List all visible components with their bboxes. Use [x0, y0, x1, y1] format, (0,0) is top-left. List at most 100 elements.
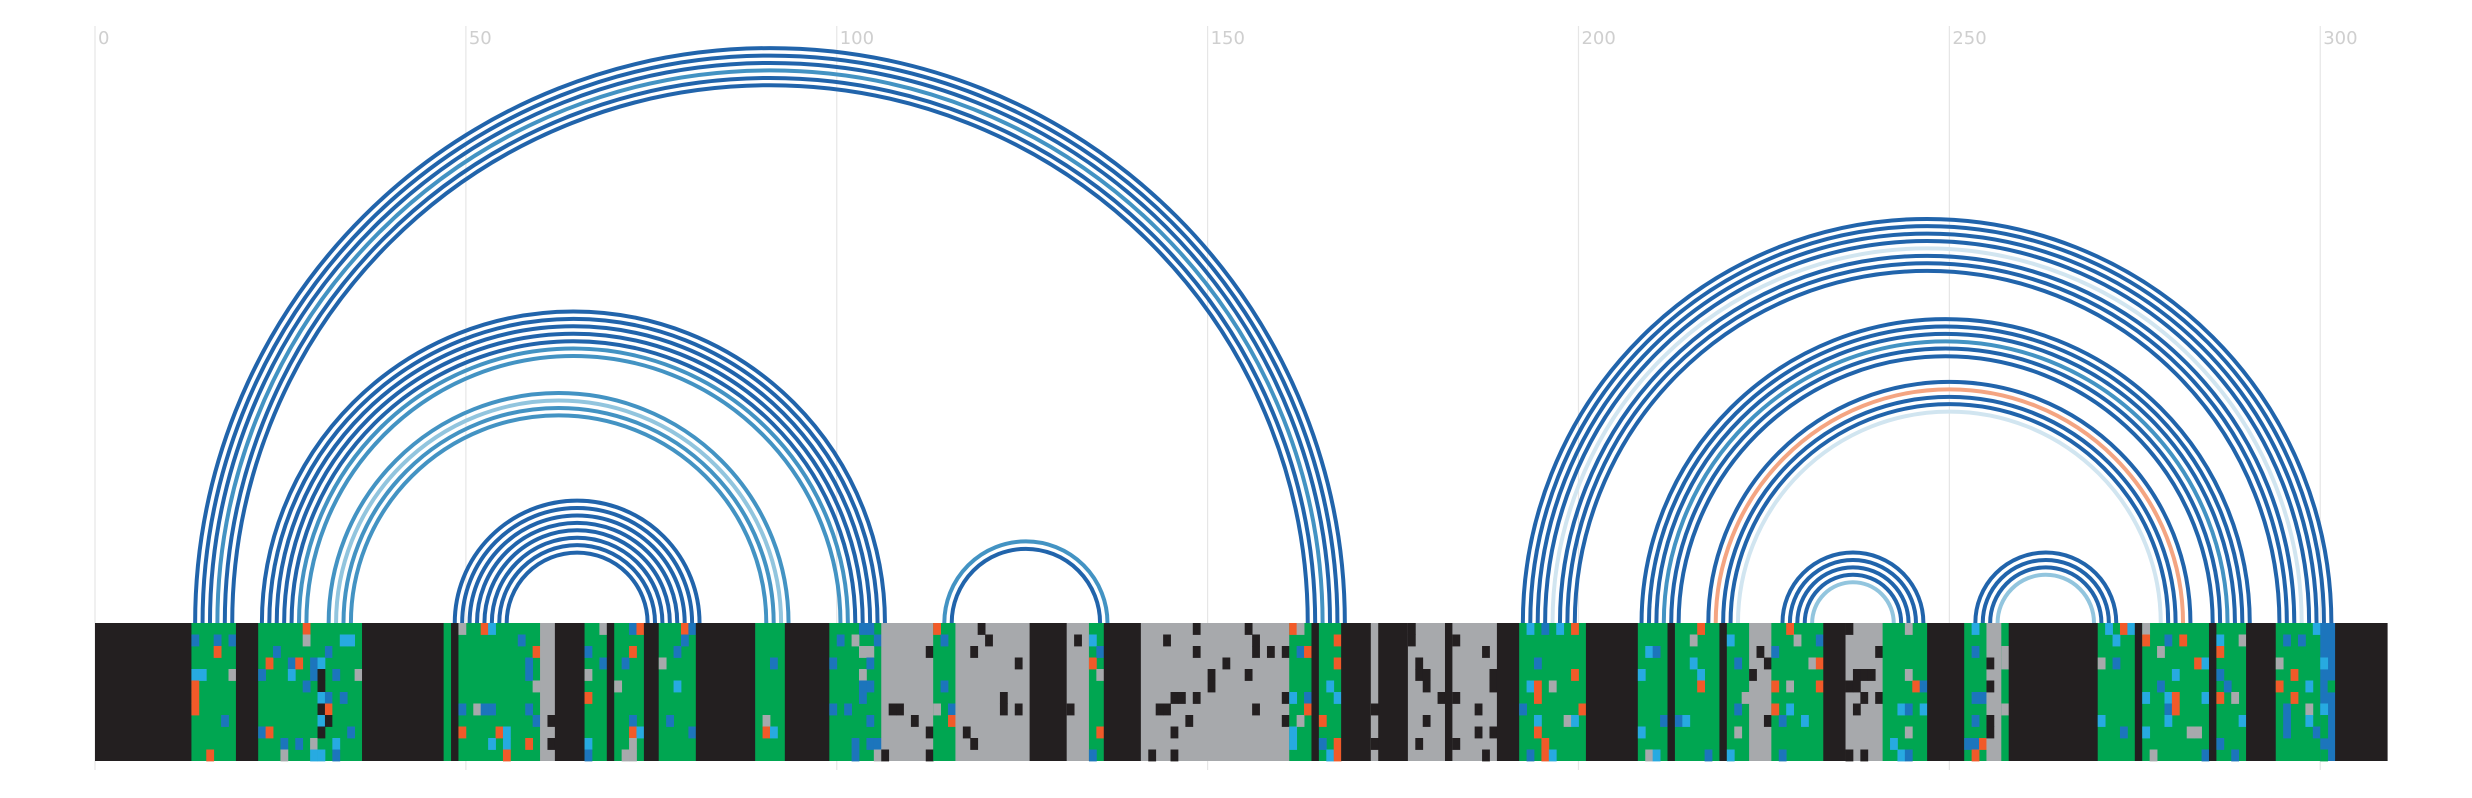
arc: [304, 353, 843, 624]
bar-segment-black: [1823, 623, 1847, 761]
bar-cell: [866, 646, 875, 658]
bar-segment-black: [2208, 623, 2217, 761]
arc: [274, 324, 873, 624]
arc: [341, 405, 776, 624]
bar-segment-black: [606, 623, 615, 761]
bar-cell: [1578, 703, 1587, 716]
bar-cell: [1704, 749, 1713, 762]
bar-cell: [1407, 623, 1416, 635]
bar-cell: [1860, 669, 1869, 681]
bar-cell: [1845, 680, 1854, 693]
bar-cell: [762, 715, 771, 727]
bar-cell: [525, 738, 534, 750]
bar-cell: [1296, 715, 1305, 727]
bar-cell: [629, 715, 637, 727]
bar-cell: [584, 669, 593, 681]
bar-cell: [310, 749, 318, 762]
bar-cell: [2171, 692, 2180, 704]
bar-cell: [502, 738, 511, 750]
bar-cell: [1266, 646, 1275, 658]
bar-cell: [1815, 634, 1824, 647]
bar-cell: [1571, 623, 1579, 635]
bar-cell: [629, 749, 637, 762]
bar-cell: [1482, 749, 1490, 762]
bar-cell: [1304, 692, 1312, 704]
bar-cell: [1652, 646, 1661, 658]
bar-cell: [1222, 657, 1231, 670]
bar-cell: [629, 646, 637, 658]
bar-cell: [1904, 703, 1913, 716]
bar-cell: [1815, 680, 1824, 693]
bar-cell: [332, 749, 341, 762]
bar-cell: [2320, 703, 2329, 716]
bar-cell: [2127, 623, 2136, 635]
bar-segment-black: [2335, 623, 2388, 761]
bar-cell: [1778, 749, 1787, 762]
bar-cell: [317, 703, 326, 716]
bar-cell: [999, 692, 1008, 704]
bar-cell: [910, 715, 919, 727]
bar-cell: [1734, 657, 1743, 670]
bar-cell: [1170, 749, 1179, 762]
bar-cell: [310, 657, 318, 670]
arc: [1557, 253, 2297, 624]
arc: [282, 332, 865, 624]
bar-cell: [221, 715, 229, 727]
bar-cell: [258, 726, 267, 739]
bar-segment-gray: [881, 623, 934, 761]
bar-cell: [295, 738, 304, 750]
bar-segment-black: [784, 623, 830, 761]
bar-cell: [2216, 738, 2225, 750]
bar-segment-black: [1029, 623, 1068, 761]
bar-cell: [317, 692, 326, 704]
bar-cell: [1533, 692, 1542, 704]
bar-cell: [1778, 715, 1787, 727]
bar-cell: [1986, 715, 1995, 727]
bar-cell: [2305, 703, 2314, 716]
bar-cell: [1170, 726, 1179, 739]
bar-cell: [2290, 692, 2299, 704]
bar-cell: [1482, 646, 1490, 658]
bar-cell: [1333, 634, 1342, 647]
bar-segment-black: [2134, 623, 2143, 761]
bar-cell: [1763, 715, 1772, 727]
bar-cell: [1333, 738, 1342, 750]
bar-segment-black: [695, 623, 756, 761]
bar-cell: [985, 634, 993, 647]
bar-cell: [2216, 692, 2225, 704]
bar-cell: [1571, 715, 1579, 727]
bar-cell: [1088, 634, 1097, 647]
bar-cell: [273, 646, 281, 658]
bar-segment-black: [362, 623, 445, 761]
bar-cell: [532, 715, 541, 727]
bar-cell: [836, 634, 845, 647]
bar-cell: [1912, 680, 1921, 693]
bar-cell: [287, 657, 296, 670]
bar-cell: [495, 726, 504, 739]
bar-cell: [1415, 669, 1424, 681]
bar-cell: [2149, 749, 2158, 762]
bar-cell: [1415, 657, 1424, 670]
bar-cell: [332, 669, 341, 681]
bar-cell: [1326, 680, 1335, 693]
bar-cell: [1155, 703, 1164, 716]
bar-cell: [2171, 703, 2180, 716]
bar-cell: [317, 726, 326, 739]
bar-cell: [1682, 715, 1691, 727]
arc: [1988, 565, 2104, 624]
bar-cell: [970, 646, 979, 658]
bar-cell: [1986, 726, 1995, 739]
bar-cell: [2164, 692, 2173, 704]
bar-cell: [1289, 692, 1298, 704]
bar-cell: [859, 646, 867, 658]
bar-cell: [1170, 692, 1179, 704]
bar-cell: [1370, 703, 1379, 716]
bar-cell: [1897, 749, 1906, 762]
bar-cell: [1066, 703, 1075, 716]
bar-segment-black: [1496, 623, 1520, 761]
bar-cell: [324, 692, 333, 704]
bar-segment-black: [643, 623, 660, 761]
bar-cell: [584, 692, 593, 704]
bar-cell: [310, 669, 318, 681]
bar-cell: [2305, 715, 2314, 727]
